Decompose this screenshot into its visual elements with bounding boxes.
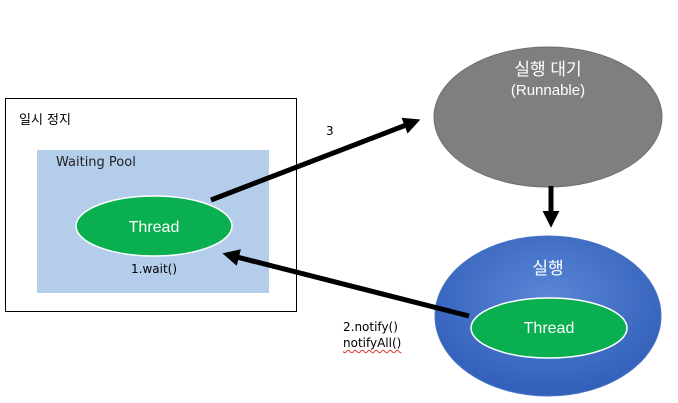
edge-label-3: 3 bbox=[326, 124, 334, 138]
waiting-pool-title: Waiting Pool bbox=[56, 155, 136, 170]
edge-label-notify: 2.notify() bbox=[343, 320, 398, 334]
waiting-thread-label: Thread bbox=[129, 219, 180, 236]
running-thread-node bbox=[470, 297, 628, 359]
edge-label-notify-group: 2.notify() notifyAll() bbox=[343, 319, 401, 351]
paused-state-title: 일시 정지 bbox=[19, 113, 71, 128]
runnable-state-title: 실행 대기 bbox=[514, 60, 581, 79]
arrow-to-runnable bbox=[210, 117, 421, 203]
runnable-state-node bbox=[433, 46, 663, 188]
running-thread-label: Thread bbox=[524, 320, 575, 337]
running-state-title: 실행 bbox=[532, 259, 563, 278]
runnable-state-subtitle: (Runnable) bbox=[511, 82, 585, 99]
edge-label-wait: 1.wait() bbox=[131, 262, 178, 276]
edge-label-notify-all: notifyAll() bbox=[343, 336, 402, 350]
arrow-running-to-waiting bbox=[222, 249, 470, 319]
waiting-thread-node bbox=[75, 195, 233, 257]
